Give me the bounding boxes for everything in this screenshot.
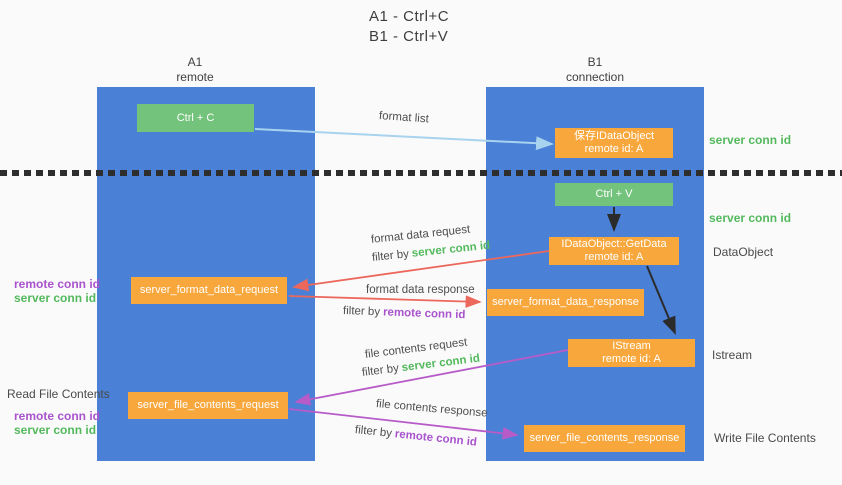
getdata-line1: IDataObject::GetData <box>561 238 667 250</box>
ctrl-c-box: Ctrl + C <box>137 104 254 132</box>
server-file-contents-request-label: server_file_contents_request <box>137 399 279 411</box>
diagram-title: A1 - Ctrl+C B1 - Ctrl+V <box>369 7 449 47</box>
arrow-format-list <box>254 128 554 151</box>
istream-annotation: Istream <box>712 348 753 362</box>
filter-by-text: filter by <box>342 305 381 319</box>
left-top-conn-id-annotation: remote conn id server conn id <box>14 277 101 305</box>
arrow-getdata-to-istream <box>646 265 676 335</box>
server-format-data-response-box: server_format_data_response <box>487 289 644 316</box>
arrow-file-contents-response <box>288 408 519 440</box>
server-format-data-response-label: server_format_data_response <box>492 296 639 308</box>
save-idataobject-line1: 保存IDataObject <box>573 130 655 142</box>
column-b1-name: B1 <box>587 55 603 69</box>
dataobject-annotation: DataObject <box>713 245 774 259</box>
ctrl-c-label: Ctrl + C <box>176 111 215 124</box>
ctrl-v-label: Ctrl + V <box>595 188 633 200</box>
server-conn-id-annotation: server conn id <box>14 423 97 437</box>
server-format-data-request-label: server_format_data_request <box>139 284 279 296</box>
istream-line2: remote id: A <box>602 353 661 365</box>
remote-conn-id-annotation: remote conn id <box>14 409 101 423</box>
title-line-2: B1 - Ctrl+V <box>369 28 449 45</box>
dotted-separator-line <box>0 170 842 176</box>
server-format-data-request-box: server_format_data_request <box>131 277 287 304</box>
server-file-contents-response-label: server_file_contents_response <box>529 432 680 444</box>
server-file-contents-response-box: server_file_contents_response <box>524 425 685 452</box>
arrow-format-data-response <box>288 295 482 308</box>
left-bottom-conn-id-annotation: remote conn id server conn id <box>14 409 101 437</box>
server-conn-id-annotation-mid: server conn id <box>709 211 792 225</box>
arrow-file-contents-request <box>294 349 569 406</box>
idataobject-getdata-box: IDataObject::GetData remote id: A <box>549 237 679 265</box>
istream-line1: IStream <box>612 340 651 352</box>
column-a1-role: remote <box>176 70 214 84</box>
save-idataobject-line2: remote id: A <box>584 143 644 155</box>
save-idataobject-box: 保存IDataObject remote id: A <box>555 128 673 158</box>
column-b1-role: connection <box>565 70 625 84</box>
server-conn-id-annotation: server conn id <box>14 291 97 305</box>
format-data-response-label: format data response <box>366 284 475 296</box>
read-file-contents-annotation: Read File Contents <box>7 387 110 401</box>
server-conn-id-annotation-top: server conn id <box>709 133 792 147</box>
remote-conn-id-annotation: remote conn id <box>14 277 101 291</box>
istream-box: IStream remote id: A <box>568 339 695 367</box>
title-line-1: A1 - Ctrl+C <box>369 8 450 25</box>
column-header-b1: B1 connection <box>486 55 704 85</box>
column-header-a1: A1 remote <box>86 55 304 85</box>
write-file-contents-annotation: Write File Contents <box>714 431 816 445</box>
column-a1-name: A1 <box>187 55 203 69</box>
arrow-format-data-request <box>292 250 550 292</box>
server-file-contents-request-box: server_file_contents_request <box>128 392 288 419</box>
ctrl-v-box: Ctrl + V <box>555 183 673 206</box>
getdata-line2: remote id: A <box>584 251 644 263</box>
